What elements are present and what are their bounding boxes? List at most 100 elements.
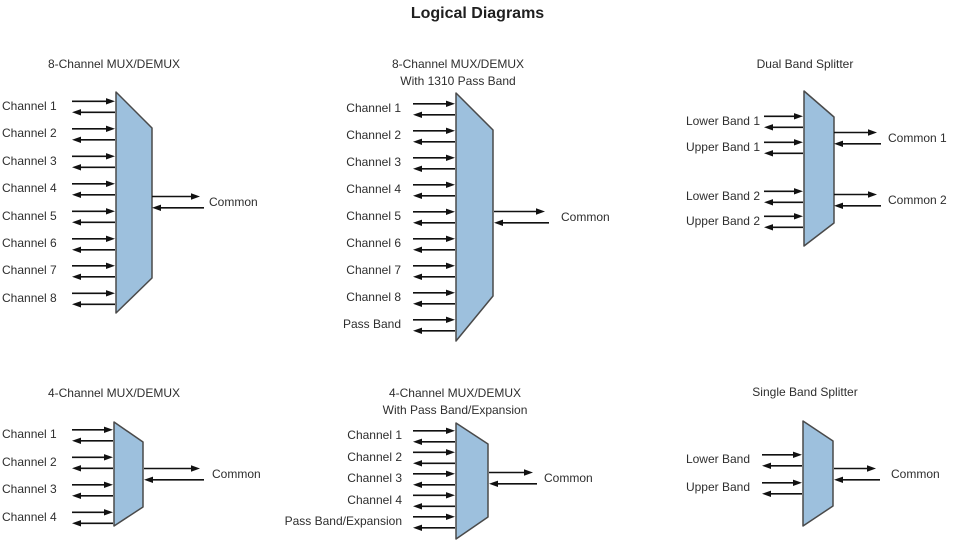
arrow-out-icon [72,437,113,444]
arrow-in-icon [72,426,113,433]
shapes-mux4-passband [413,422,537,540]
port-label-right: Common [544,471,593,485]
arrow-in-icon [764,213,803,220]
diagram-title-text: 8-Channel MUX/DEMUX [391,57,525,71]
arrow-in-icon [72,509,113,516]
port-label-left: Channel 3 [347,471,402,485]
arrow-in-icon [764,188,803,195]
port-label-right: Common 2 [888,193,947,207]
port-label-left: Channel 2 [347,449,402,464]
port-label-left: Channel 8 [2,290,57,305]
arrow-in-icon [762,451,802,458]
arrow-out-icon [72,219,115,226]
diagram-title-mux8: 8-Channel MUX/DEMUX [0,56,274,73]
arrow-in-icon [72,262,115,269]
port-label-left: Channel 6 [346,236,401,250]
port-label-left: Channel 7 [2,263,57,277]
arrow-out-icon [413,138,455,145]
arrow-in-icon [764,139,803,146]
arrow-out-icon [413,524,455,531]
shapes-mux8-passband [413,92,549,342]
shapes-dual-band-splitter [764,90,881,247]
port-label-left: Pass Band/Expansion [284,514,402,528]
port-label-left: Channel 3 [346,155,401,169]
arrow-in-icon [72,454,113,461]
port-label-left: Channel 4 [2,181,57,195]
diagram-title-dual-band-splitter: Dual Band Splitter [645,56,955,73]
arrow-out-icon [494,208,545,215]
arrow-out-icon [413,503,455,510]
arrow-in-icon [494,219,549,226]
port-label-left: Channel 4 [346,182,401,196]
arrow-out-icon [413,111,455,118]
arrow-in-icon [144,476,204,483]
diagram-subtitle-text: With 1310 Pass Band [400,74,516,88]
arrow-in-icon [72,153,115,160]
arrow-out-icon [834,465,876,472]
port-label-left: Channel 4 [2,509,57,524]
arrow-in-icon [413,208,455,215]
arrow-out-icon [413,273,455,280]
arrow-out-icon [762,490,802,497]
arrow-out-icon [72,273,115,280]
port-label-right: Common [212,467,261,481]
arrow-in-icon [413,316,455,323]
arrow-in-icon [413,470,455,477]
arrow-in-icon [413,181,455,188]
trapezoid-shape-mux4 [113,421,144,527]
diagram-title-single-band-splitter: Single Band Splitter [645,384,955,401]
arrow-in-icon [834,140,881,147]
arrow-in-icon [834,202,881,209]
arrow-out-icon [72,520,113,527]
arrow-in-icon [72,98,115,105]
arrow-out-icon [413,219,455,226]
arrow-out-icon [413,481,455,488]
arrow-in-icon [413,513,455,520]
arrow-in-icon [413,235,455,242]
diagram-title-text: 4-Channel MUX/DEMUX [47,386,181,400]
arrow-in-icon [413,289,455,296]
arrow-in-icon [413,127,455,134]
port-label-left: Channel 1 [347,428,402,442]
arrow-out-icon [834,129,877,136]
page-title: Logical Diagrams [410,5,545,22]
port-label-left: Upper Band [685,480,750,494]
port-label-left: Channel 2 [2,454,57,469]
arrow-out-icon [72,136,115,143]
arrow-out-icon [72,492,113,499]
port-label-right: Common 1 [888,131,947,145]
port-label-right: Common [561,210,610,224]
shapes-mux8 [72,91,204,314]
arrow-out-icon [152,193,200,200]
arrow-in-icon [72,235,115,242]
diagram-title-mux8-passband: 8-Channel MUX/DEMUX With 1310 Pass Band [298,56,618,90]
port-label-left: Channel 6 [2,236,57,250]
arrow-out-icon [413,300,455,307]
port-label-left: Lower Band 1 [685,113,760,128]
port-label-left: Channel 1 [346,101,401,115]
arrow-in-icon [413,427,455,434]
arrow-out-icon [72,301,115,308]
diagram-title-text: Dual Band Splitter [756,57,854,71]
arrow-out-icon [72,109,115,116]
arrow-out-icon [413,438,455,445]
arrow-in-icon [489,480,537,487]
arrow-in-icon [764,113,803,120]
diagram-title-text: 8-Channel MUX/DEMUX [47,57,181,71]
port-label-left: Channel 3 [2,482,57,496]
port-label-left: Channel 1 [2,98,57,113]
arrow-out-icon [72,191,115,198]
arrow-out-icon [764,124,803,131]
arrow-in-icon [72,481,113,488]
port-label-left: Pass Band [342,317,401,331]
trapezoid-shape-single-band-splitter [802,420,834,527]
arrow-out-icon [764,199,803,206]
arrow-in-icon [834,476,880,483]
arrow-out-icon [413,327,455,334]
port-label-left: Lower Band 2 [685,188,760,203]
trapezoid-shape-mux8-passband [455,92,494,342]
arrow-out-icon [413,192,455,199]
shapes-single-band-splitter [762,420,880,527]
arrow-in-icon [413,262,455,269]
port-label-left: Lower Band [685,452,750,466]
